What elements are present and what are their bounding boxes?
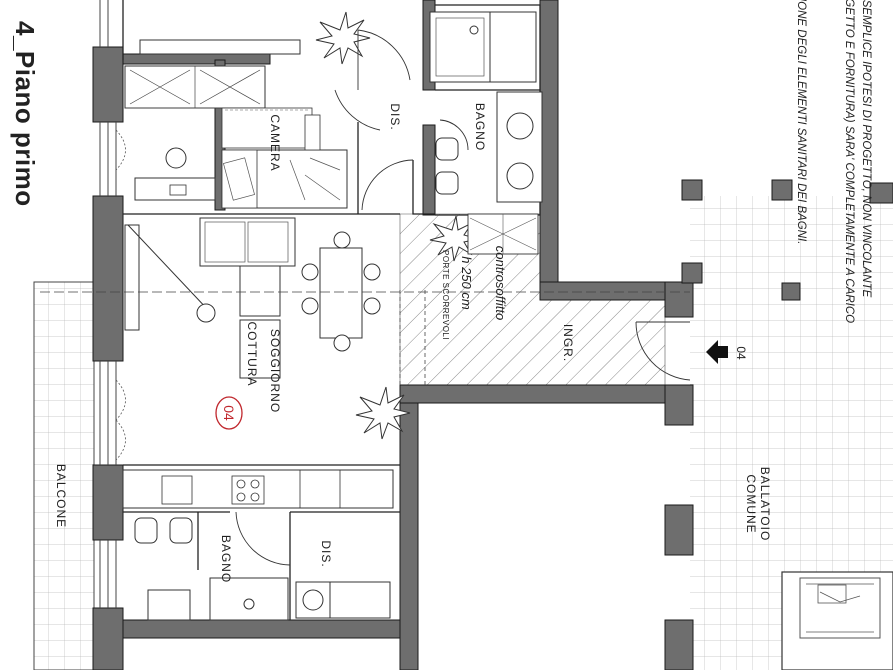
room-bagno-lower: BAGNO — [219, 534, 233, 584]
room-balcone: BALCONE — [54, 463, 68, 529]
note-line-2: ROGETTO E FORNITURA) SARA' COMPLETAMENTE… — [843, 0, 855, 324]
plan-title: 4_Piano primo — [10, 21, 40, 207]
room-dis-lower: DIS. — [319, 540, 333, 568]
ceiling-height-label: controsoffitto — [493, 245, 508, 321]
room-camera: CAMERA — [268, 114, 282, 172]
elevator-car — [799, 577, 881, 639]
room-ballatoio-comune: COMUNE — [744, 474, 758, 534]
toilet-upper — [435, 137, 459, 161]
room-dis-upper: DIS. — [388, 103, 402, 131]
sliding-doors-label: PORTE SCORREVOLI — [441, 250, 450, 341]
entry-arrow-icon — [706, 340, 728, 364]
note-line-1: NA SEMPLICE IPOTESI DI PROGETTO, NON VIN… — [860, 0, 872, 298]
balcone-floor — [33, 281, 95, 670]
tv-unit — [124, 224, 140, 331]
room-ingresso: INGR. — [561, 323, 575, 363]
plant-icon — [315, 11, 479, 440]
room-soggiorno: SOGGIORNO — [268, 328, 282, 414]
room-cottura: COTTURA — [245, 321, 259, 387]
toilet-lower — [134, 517, 158, 544]
note-line-3: USIONE DEGLI ELEMENTI SANITARI DEI BAGNI… — [795, 0, 807, 245]
unit-number: 04 — [221, 405, 237, 421]
dining-table — [319, 247, 363, 339]
room-bagno-upper: BAGNO — [473, 102, 487, 152]
unit-number-marker — [215, 396, 243, 430]
entry-number: 04 — [734, 346, 748, 360]
room-ballatoio: BALLATOIO — [758, 466, 772, 542]
floor-lamp — [196, 303, 216, 323]
ceiling-height-value: h 250 cm — [459, 256, 474, 310]
ballatoio-floor-inner — [700, 300, 784, 670]
